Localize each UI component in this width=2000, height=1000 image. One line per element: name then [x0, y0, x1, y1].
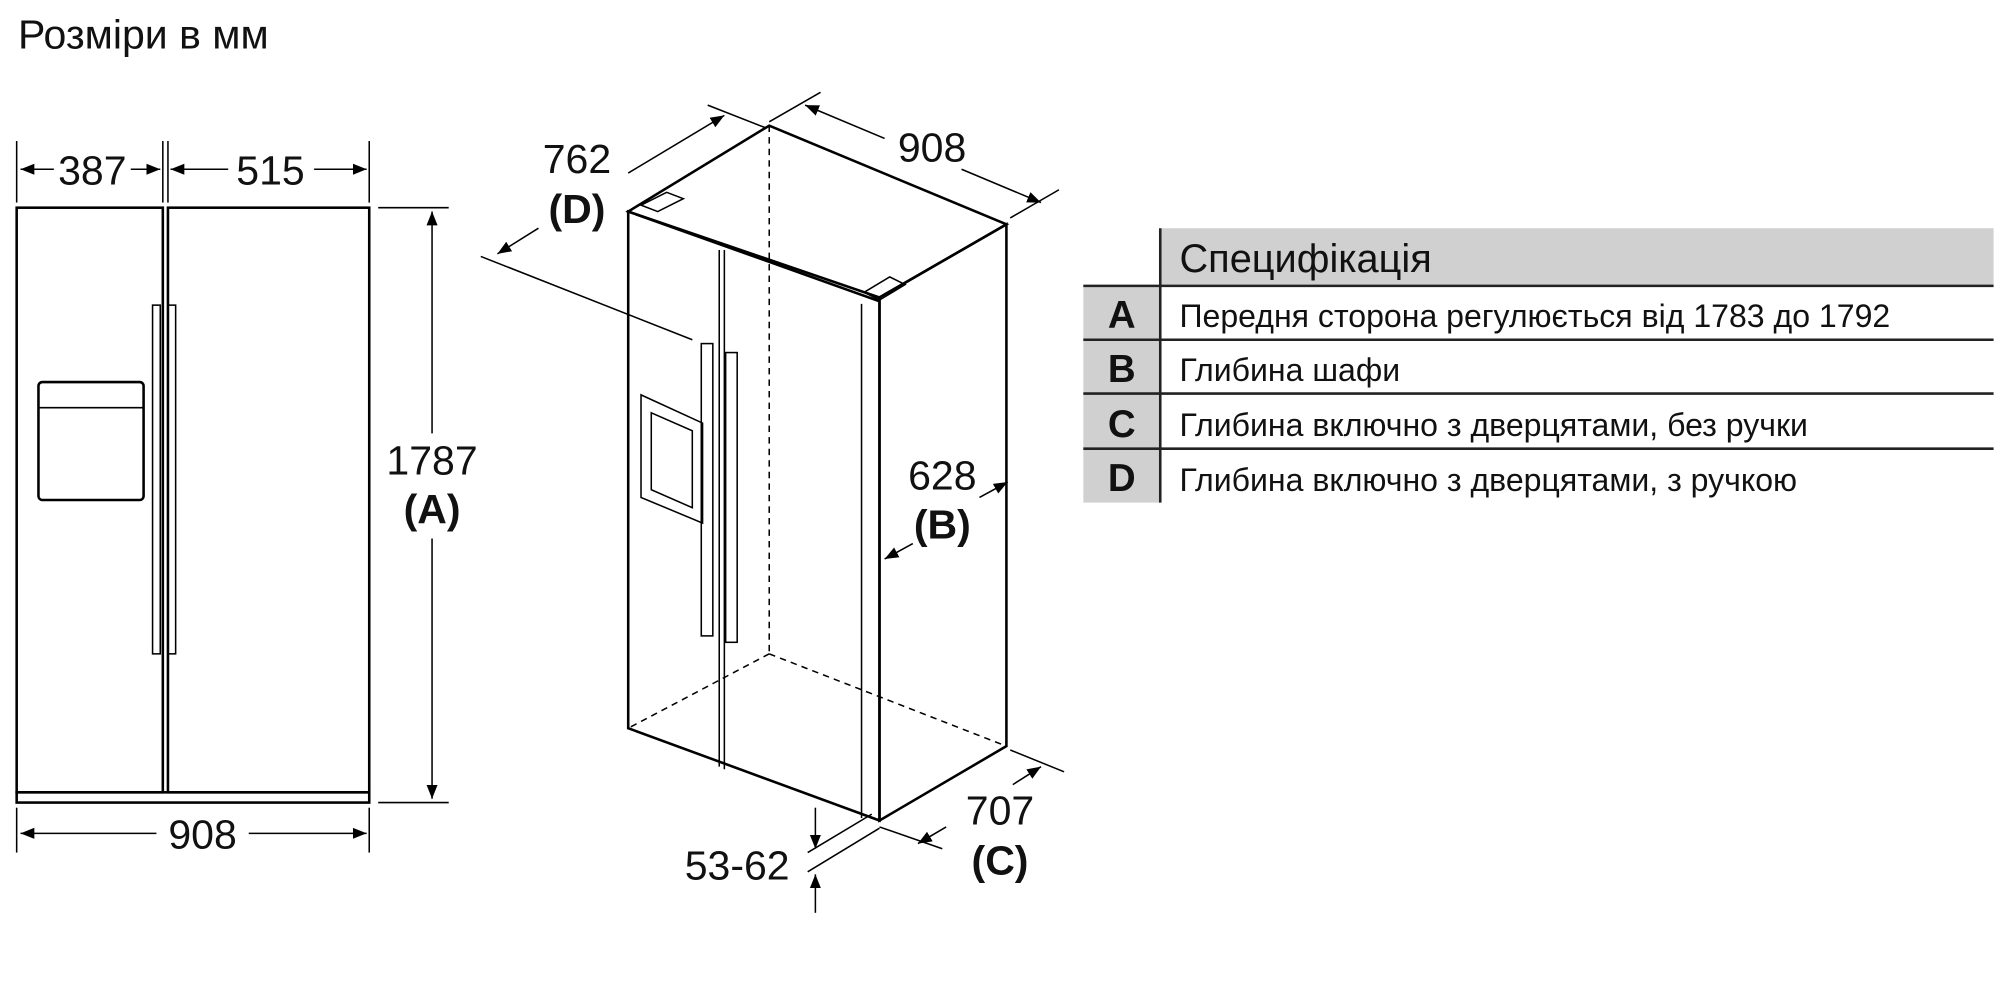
isometric-view: 762 (D) 908 628 (B) 707 (C) 53-62 — [480, 91, 1065, 913]
dim-iso-width: 908 — [898, 125, 966, 171]
iso-right-handle — [724, 351, 738, 644]
table-row: A Передня сторона регулюється від 1783 д… — [1108, 294, 1890, 337]
table-row: D Глибина включно з дверцятами, з ручкою — [1108, 457, 1797, 500]
table-row: C Глибина включно з дверцятами, без ручк… — [1108, 403, 1808, 446]
row-text: Передня сторона регулюється від 1783 до … — [1179, 298, 1890, 334]
page-title: Розміри в мм — [18, 12, 269, 58]
row-key: C — [1108, 403, 1136, 446]
table-header-bg — [1160, 228, 1994, 286]
water-dispenser — [37, 380, 145, 502]
right-door — [166, 206, 371, 794]
base-plinth — [15, 791, 371, 804]
table-header: Специфікація — [1179, 237, 1431, 281]
row-text: Глибина включно з дверцятами, з ручкою — [1179, 462, 1797, 498]
iso-left-handle — [700, 342, 714, 637]
dim-depth-cabinet: 628 — [908, 453, 976, 499]
dim-width-right: 515 — [236, 148, 304, 194]
dim-depth-handle: 762 — [543, 136, 611, 182]
dim-width-total: 908 — [168, 812, 236, 858]
dim-width-left: 387 — [58, 148, 126, 194]
row-text: Глибина шафи — [1179, 352, 1400, 388]
front-face — [626, 209, 881, 823]
row-text: Глибина включно з дверцятами, без ручки — [1179, 407, 1807, 443]
dim-depth-doors-label: (C) — [972, 837, 1029, 883]
table-row: B Глибина шафи — [1108, 348, 1400, 391]
spec-table: Специфікація A Передня сторона регулюєть… — [1083, 228, 1994, 503]
row-key: D — [1108, 457, 1136, 500]
dim-depth-cabinet-label: (B) — [914, 501, 971, 547]
side-face — [878, 222, 1008, 823]
row-key: A — [1108, 294, 1136, 337]
row-key: B — [1108, 348, 1136, 391]
dim-depth-handle-label: (D) — [548, 186, 605, 232]
left-handle — [151, 304, 162, 655]
dim-height-label: (A) — [404, 486, 461, 532]
dim-feet: 53-62 — [685, 842, 790, 888]
right-handle — [167, 304, 177, 655]
dim-height: 1787 — [386, 437, 477, 483]
dim-depth-doors: 707 — [966, 787, 1034, 833]
iso-dispenser — [640, 393, 704, 525]
front-view: 387 515 908 1787 (A) — [15, 141, 478, 858]
